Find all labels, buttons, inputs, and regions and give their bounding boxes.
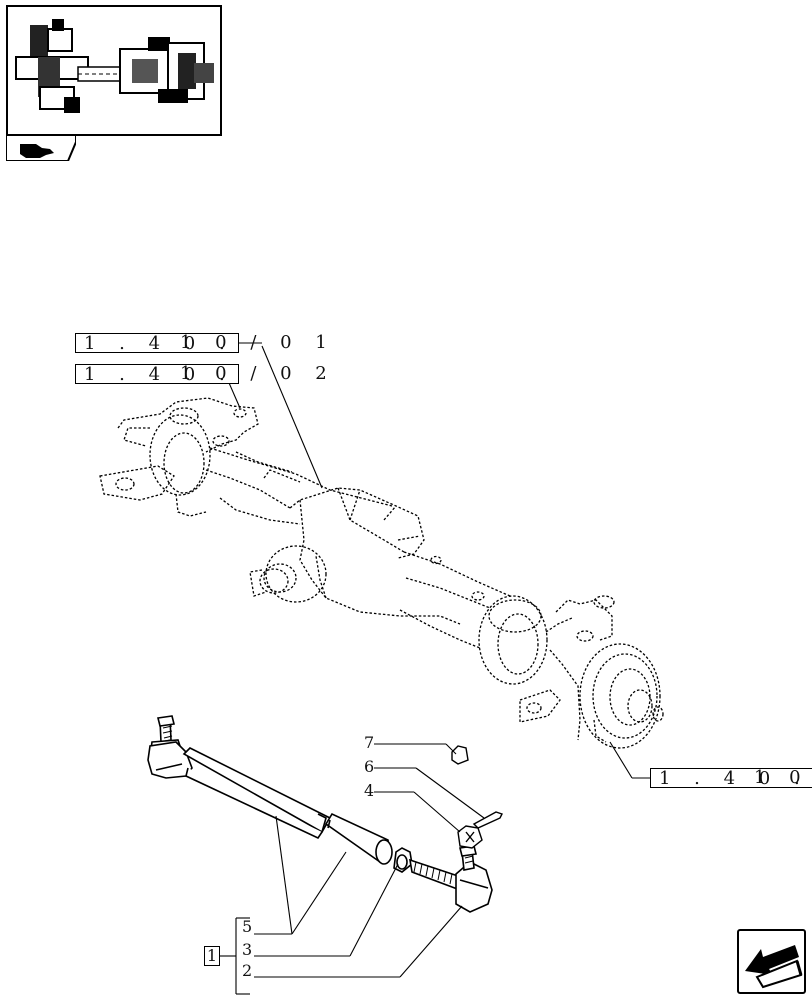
group-number: 1: [206, 946, 218, 965]
next-page-button[interactable]: [737, 929, 806, 994]
callout-part-2: 2: [242, 961, 253, 980]
callout-part-6: 6: [364, 757, 375, 776]
callout-part-4: 4: [364, 781, 375, 800]
group-number-box: 1: [204, 946, 220, 966]
reference-tail-2-text: 1 0 / 0 2: [180, 363, 336, 384]
axle-thumbnail-icon: [8, 7, 220, 134]
leader-lines: [176, 342, 650, 995]
assembly-thumbnail[interactable]: [6, 5, 222, 136]
small-parts: [451, 745, 503, 849]
reference-box-1[interactable]: 1 . 4 0 .: [75, 333, 239, 354]
callout-part-5: 5: [242, 917, 253, 936]
reference-box-3-text: 1 . 4 0 .: [659, 768, 809, 789]
reference-box-1-text: 1 . 4 0 .: [84, 333, 234, 354]
reference-tail-3: 1 0 /: [754, 768, 812, 788]
cap-part-7: [451, 745, 469, 765]
callout-part-3: 3: [242, 940, 253, 959]
callout-part-7: 7: [364, 733, 375, 752]
axle-housing-outline: [99, 397, 664, 749]
thread-hatching: [162, 725, 474, 885]
reference-box-3[interactable]: 1 . 4 0 .: [650, 768, 812, 789]
reference-tail-1-text: 1 0 / 0 1: [180, 332, 336, 353]
reference-tail-2: 1 0 / 0 2: [180, 364, 336, 384]
reference-tail-1: 1 0 / 0 1: [180, 333, 336, 353]
reference-box-2[interactable]: 1 . 4 0 .: [75, 364, 239, 385]
reference-tail-3-text: 1 0 /: [754, 767, 812, 788]
reference-box-2-text: 1 . 4 0 .: [84, 364, 234, 385]
next-page-arrow-icon: [745, 945, 803, 989]
tie-rod-assembly: [147, 715, 493, 913]
